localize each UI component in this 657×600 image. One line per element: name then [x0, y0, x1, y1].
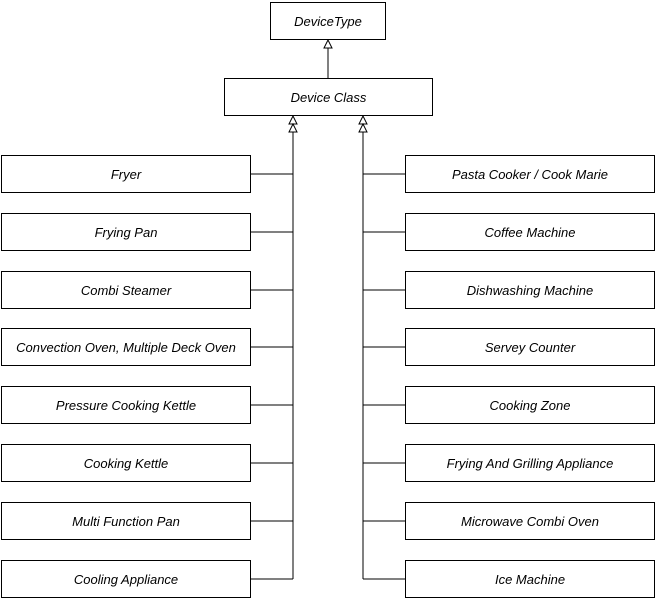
class-frying-and-grilling-appliance[interactable]: Frying And Grilling Appliance [405, 444, 655, 482]
class-device-class[interactable]: Device Class [224, 78, 433, 116]
inheritance-arrow-icon [358, 114, 368, 125]
class-dishwashing-machine[interactable]: Dishwashing Machine [405, 271, 655, 309]
class-coffee-machine[interactable]: Coffee Machine [405, 213, 655, 251]
inheritance-arrow-icon [323, 38, 333, 49]
class-fryer[interactable]: Fryer [1, 155, 251, 193]
class-pasta-cooker-cook-marie[interactable]: Pasta Cooker / Cook Marie [405, 155, 655, 193]
class-combi-steamer[interactable]: Combi Steamer [1, 271, 251, 309]
class-pressure-cooking-kettle[interactable]: Pressure Cooking Kettle [1, 386, 251, 424]
class-ice-machine[interactable]: Ice Machine [405, 560, 655, 598]
class-servey-counter[interactable]: Servey Counter [405, 328, 655, 366]
inheritance-arrow-icon [288, 122, 298, 133]
class-cooling-appliance[interactable]: Cooling Appliance [1, 560, 251, 598]
class-frying-pan[interactable]: Frying Pan [1, 213, 251, 251]
class-convection-oven-multiple-deck-oven[interactable]: Convection Oven, Multiple Deck Oven [1, 328, 251, 366]
class-microwave-combi-oven[interactable]: Microwave Combi Oven [405, 502, 655, 540]
inheritance-arrow-icon [288, 114, 298, 125]
inheritance-arrow-icon [358, 122, 368, 133]
class-devicetype[interactable]: DeviceType [270, 2, 386, 40]
class-cooking-zone[interactable]: Cooking Zone [405, 386, 655, 424]
class-multi-function-pan[interactable]: Multi Function Pan [1, 502, 251, 540]
class-cooking-kettle[interactable]: Cooking Kettle [1, 444, 251, 482]
